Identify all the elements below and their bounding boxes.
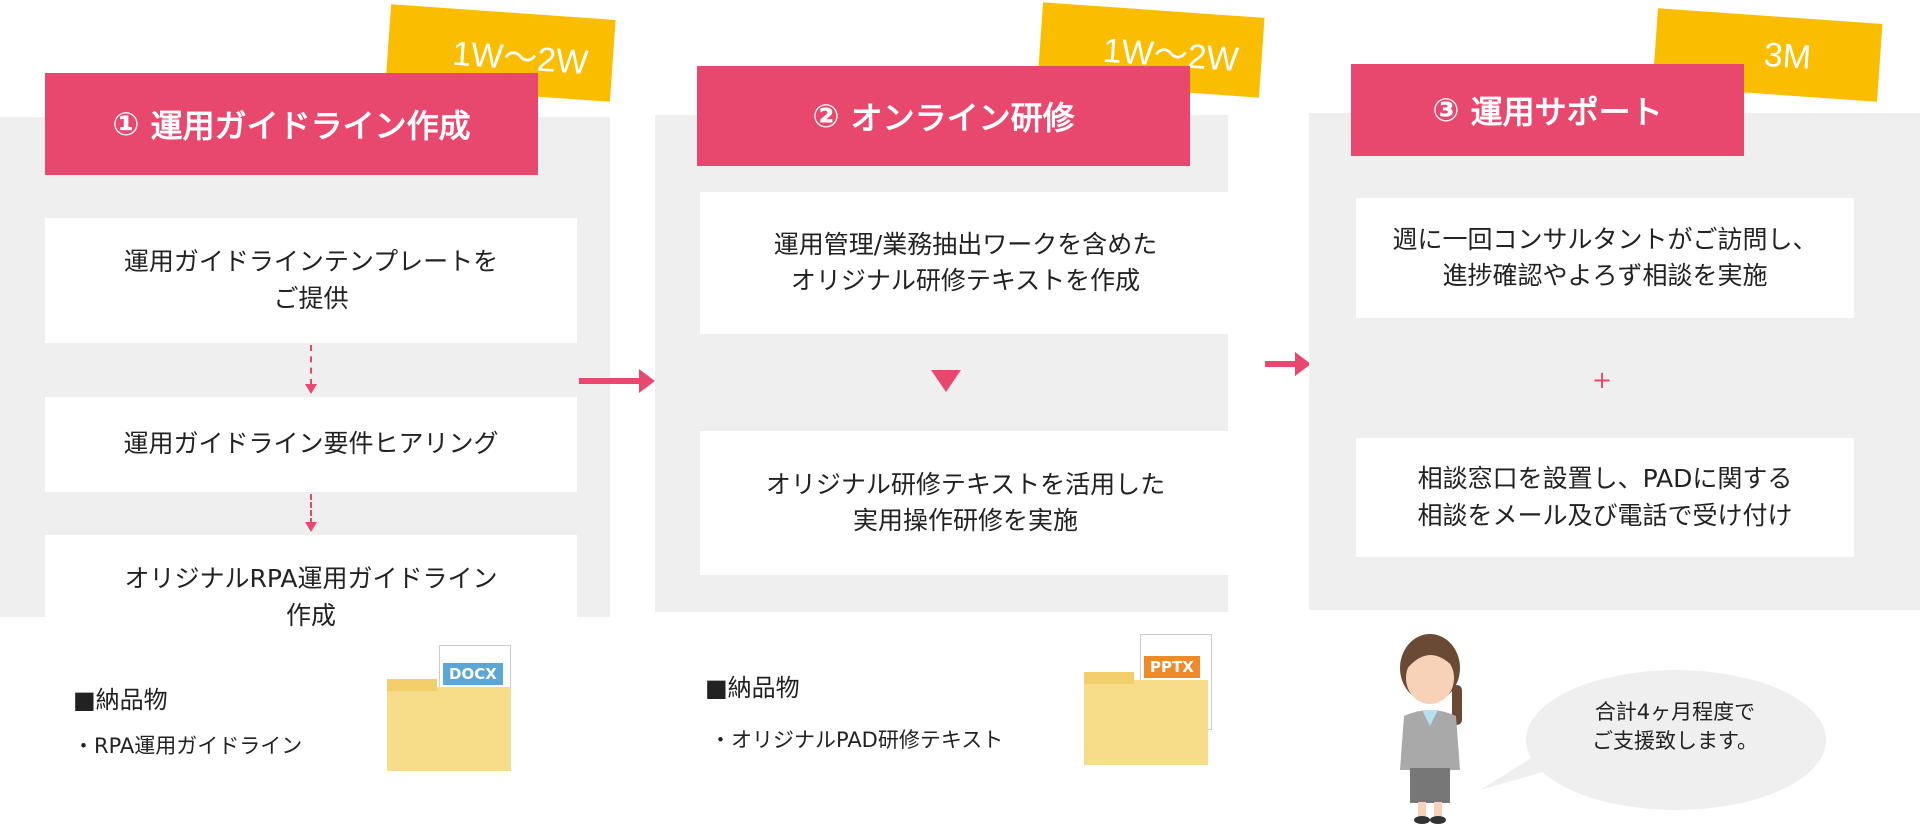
step-3-number: ③ [1432, 91, 1460, 129]
step-2-header: ② オンライン研修 [697, 66, 1190, 166]
step-3-header: ③ 運用サポート [1351, 64, 1744, 156]
plus-connector: + [1592, 366, 1613, 394]
step-1-panel [0, 117, 610, 617]
pptx-folder-icon: PPTX [1084, 634, 1220, 765]
speech-bubble-shape [1480, 670, 1826, 810]
docx-folder-icon: DOCX [387, 645, 524, 771]
step-2-number: ② [812, 97, 840, 135]
step-2-item: オリジナル研修テキストを活用した 実用操作研修を実施 [700, 431, 1231, 575]
step-1-number: ① [112, 105, 140, 143]
step-3-title: 運用サポート [1470, 93, 1663, 131]
deliverable-item: ・RPA運用ガイドライン [73, 734, 303, 758]
step-1-title: 運用ガイドライン作成 [150, 107, 471, 145]
arrow-right-icon [1265, 352, 1311, 376]
arrow-down-icon [305, 384, 317, 394]
speech-bubble-text: 合計4ヶ月程度で ご支援致します。 [1592, 700, 1758, 754]
step-2-item: 運用管理/業務抽出ワークを含めた オリジナル研修テキストを作成 [700, 192, 1231, 334]
step-1-header: ① 運用ガイドライン作成 [45, 73, 538, 175]
step-1-item: 運用ガイドラインテンプレートを ご提供 [45, 218, 577, 343]
triangle-down-icon [931, 370, 961, 392]
step-2-title: オンライン研修 [850, 99, 1075, 137]
deliverable-heading: ■納品物 [705, 674, 800, 702]
bowing-woman-illustration [1400, 634, 1462, 824]
file-type-label: PPTX [1144, 656, 1200, 678]
arrow-down-icon [305, 522, 317, 532]
file-type-label: DOCX [443, 663, 503, 685]
step-1-item: オリジナルRPA運用ガイドライン 作成 [45, 535, 577, 660]
dashed-connector [310, 494, 312, 524]
deliverable-item: ・オリジナルPAD研修テキスト [710, 728, 1004, 752]
step-1-item: 運用ガイドライン要件ヒアリング [45, 397, 577, 492]
step-3-item: 週に一回コンサルタントがご訪問し、 進捗確認やよろず相談を実施 [1356, 198, 1854, 318]
dashed-connector [310, 345, 312, 385]
step-3-item: 相談窓口を設置し、PADに関する 相談をメール及び電話で受け付け [1356, 438, 1854, 557]
arrow-right-icon [579, 369, 655, 393]
deliverable-heading: ■納品物 [73, 686, 168, 714]
